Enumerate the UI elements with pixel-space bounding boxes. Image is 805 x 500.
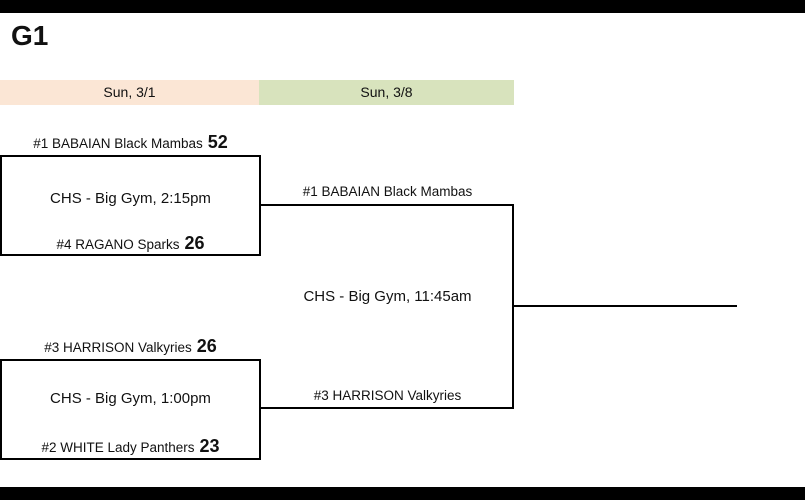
match1-bracket-box — [0, 155, 261, 256]
team-name: #2 WHITE Lady Panthers — [41, 440, 195, 455]
match1-bottom-team: #4 RAGANO Sparks 26 — [0, 232, 261, 256]
page-title: G1 — [11, 20, 49, 51]
bottom-border-bar — [0, 487, 805, 500]
top-border-bar — [0, 0, 805, 13]
team-name: #3 HARRISON Valkyries — [44, 340, 192, 355]
match2-top-team: #3 HARRISON Valkyries 26 — [0, 335, 261, 359]
final-venue: CHS - Big Gym, 11:45am — [303, 288, 472, 305]
column-header-round1-date: Sun, 3/1 — [0, 80, 259, 105]
final-bottom-seed: #3 HARRISON Valkyries — [313, 388, 462, 403]
champion-connector-line — [512, 305, 737, 307]
team-score: 52 — [207, 132, 228, 152]
match1-venue: CHS - Big Gym, 2:15pm — [50, 190, 211, 207]
match1-top-team: #1 BABAIAN Black Mambas 52 — [0, 131, 261, 155]
final-top-seed: #1 BABAIAN Black Mambas — [302, 184, 473, 199]
match2-venue: CHS - Big Gym, 1:00pm — [50, 390, 211, 407]
team-score: 26 — [184, 233, 205, 253]
team-score: 26 — [196, 336, 217, 356]
match2-bracket-box — [0, 359, 261, 460]
column-header-round2-date: Sun, 3/8 — [259, 80, 514, 105]
final-bracket-box — [261, 204, 514, 409]
team-score: 23 — [199, 436, 220, 456]
match2-bottom-team: #2 WHITE Lady Panthers 23 — [0, 435, 261, 459]
team-name: #1 BABAIAN Black Mambas — [33, 136, 203, 151]
team-name: #4 RAGANO Sparks — [56, 237, 180, 252]
